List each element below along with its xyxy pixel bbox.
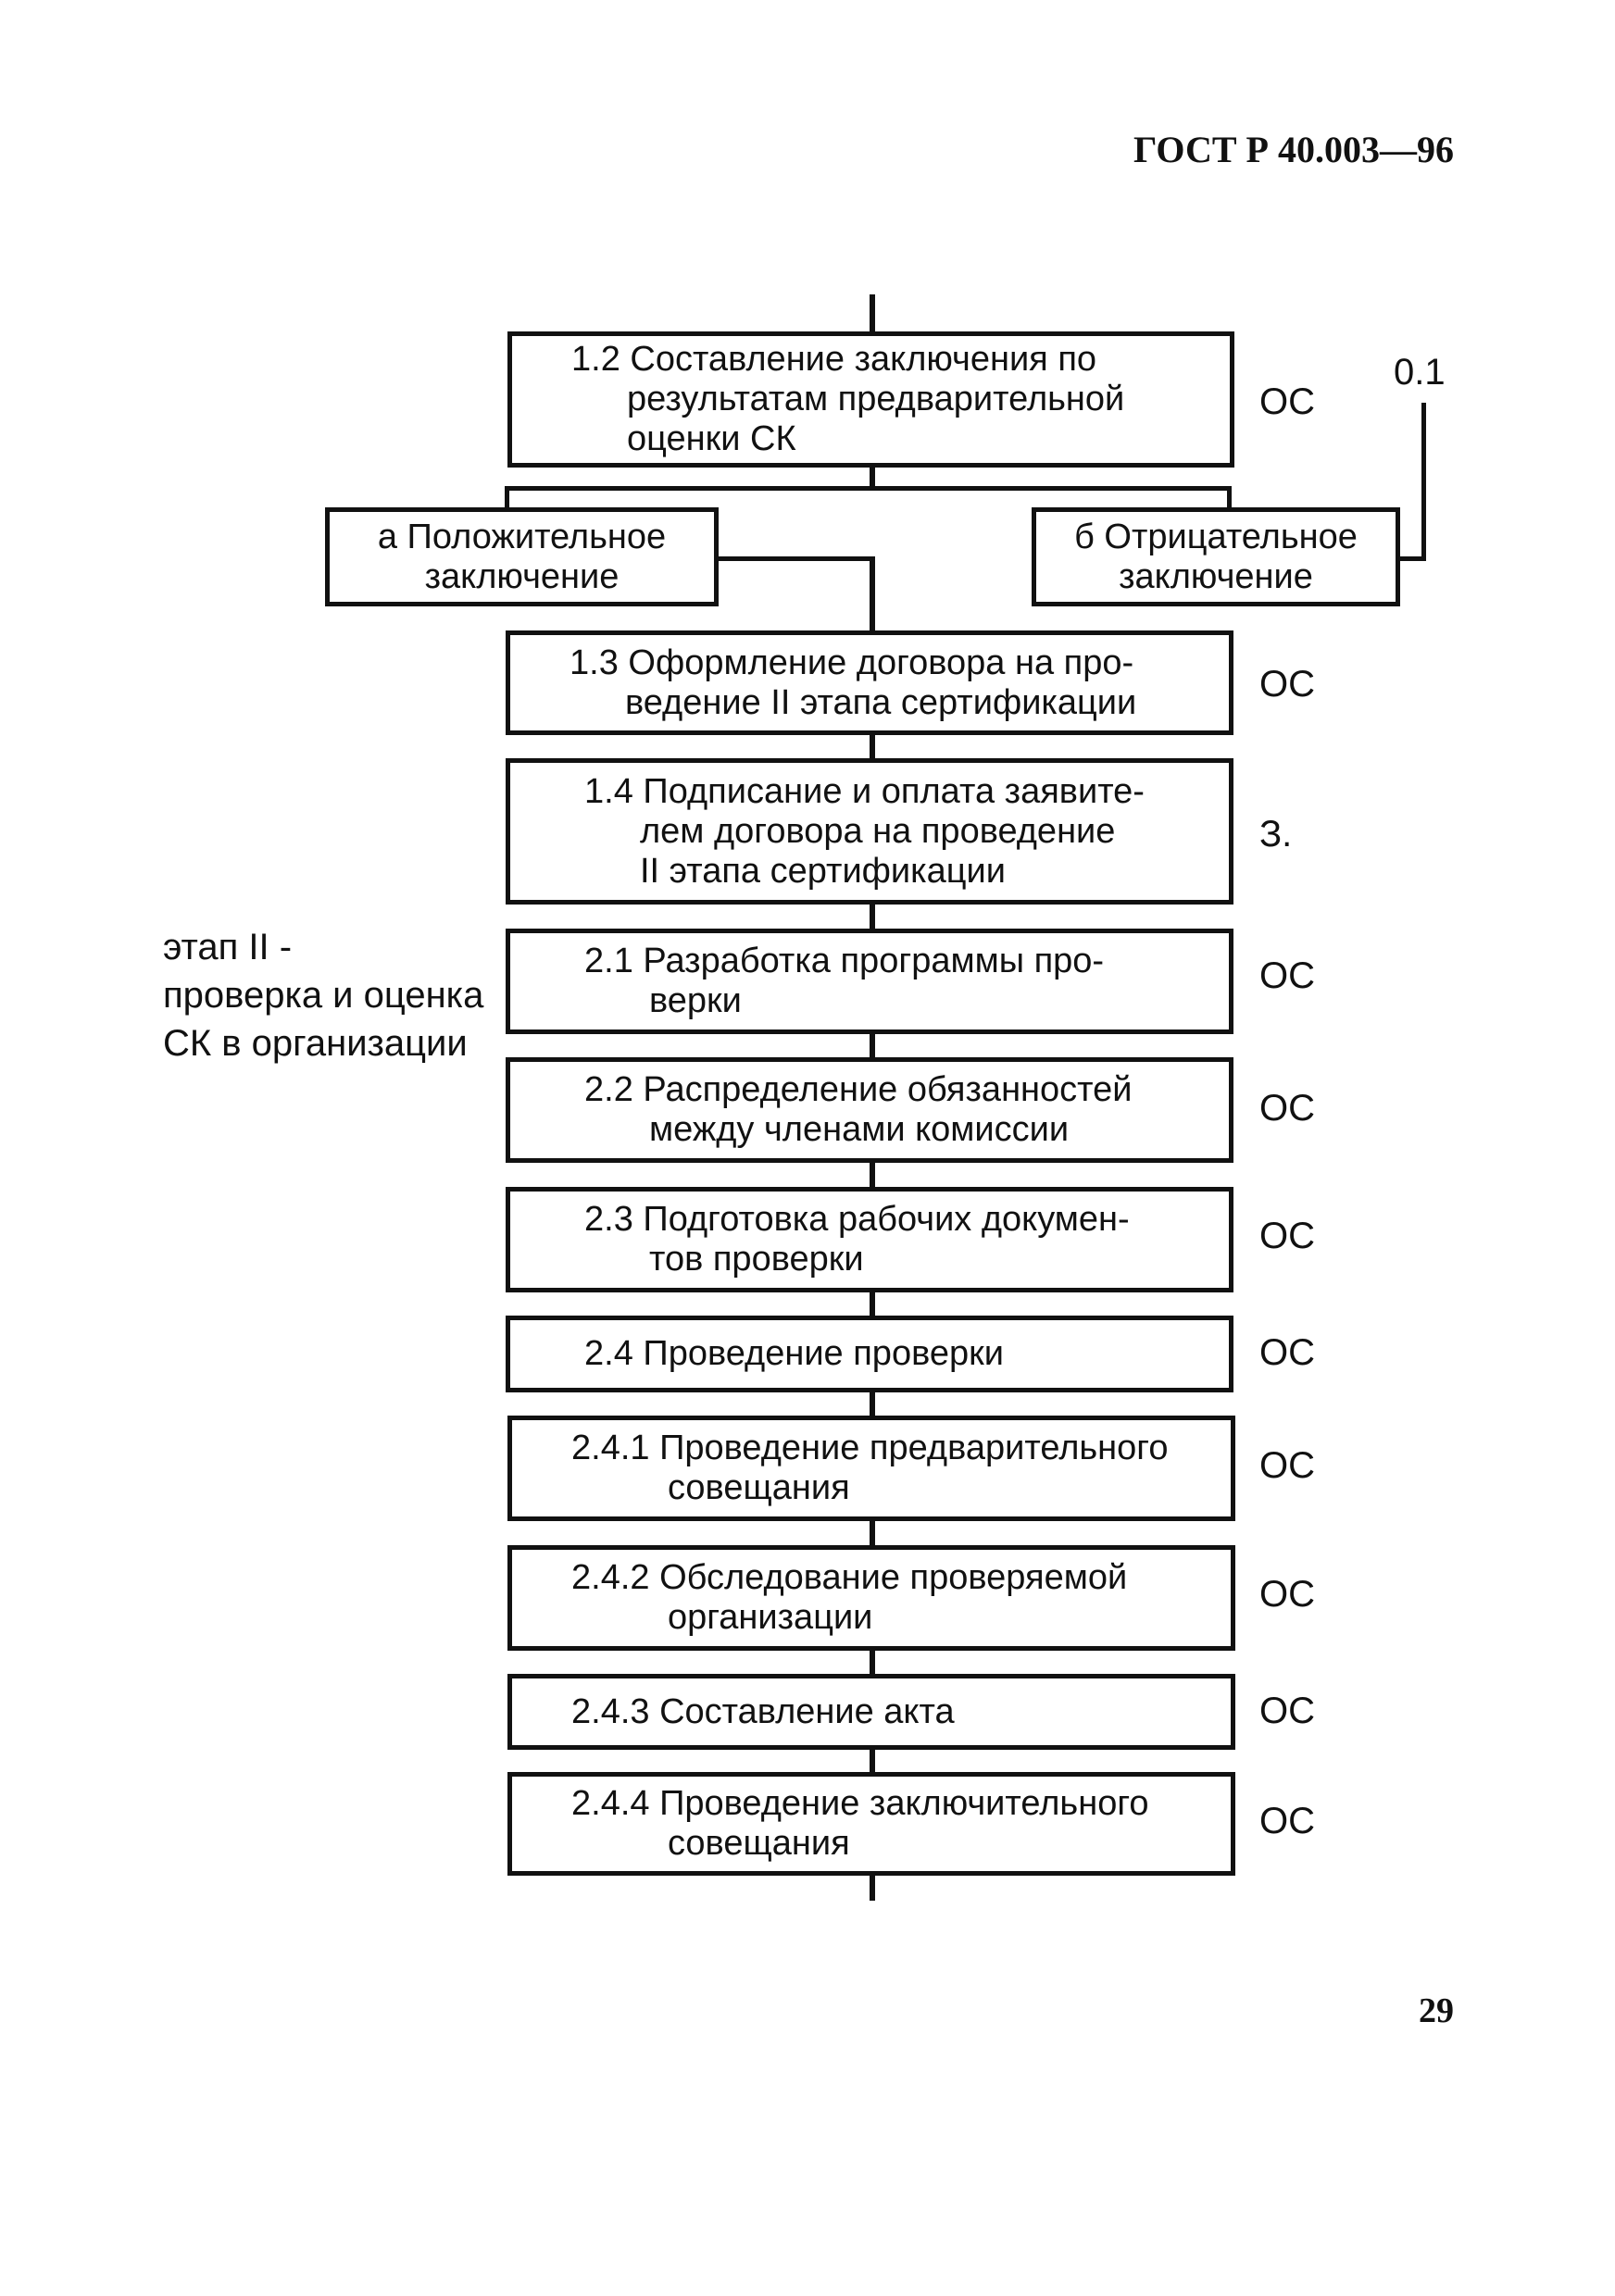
step-line: совещания (668, 1824, 850, 1863)
step-2-2-box: 2.2 Распределение обязанностей между чле… (506, 1057, 1233, 1163)
executor-label: З. (1259, 814, 1293, 855)
step-line: II этапа сертификации (640, 851, 1006, 891)
step-1-4-box: 1.4 Подписание и оплата заявите- лем дог… (506, 758, 1233, 905)
step-line: 2.4.2 Обследование проверяемой (571, 1558, 1128, 1597)
executor-label: ОС (1259, 1801, 1315, 1841)
connector-241-242 (870, 1519, 875, 1547)
step-2-4-2-box: 2.4.2 Обследование проверяемой организац… (507, 1545, 1235, 1651)
stage-label-line: проверка и оценка (163, 975, 484, 1016)
step-line: совещания (668, 1468, 850, 1507)
step-line: ведение II этапа сертификации (625, 682, 1137, 722)
step-2-1-box: 2.1 Разработка программы про- верки (506, 929, 1233, 1034)
step-2-4-box: 2.4 Проведение проверки (506, 1316, 1233, 1392)
step-line: верки (649, 981, 742, 1020)
executor-label: ОС (1259, 381, 1315, 422)
executor-label: ОС (1259, 1332, 1315, 1373)
stage-label: этап II - проверка и оценка СК в организ… (163, 923, 506, 1067)
step-1-2-box: 1.2 Составление заключения по результата… (507, 331, 1234, 468)
executor-label: ОС (1259, 1088, 1315, 1129)
step-line: 2.4 Проведение проверки (584, 1334, 1004, 1373)
negative-return-vertical (1421, 403, 1426, 561)
page-number: 29 (1419, 1991, 1454, 2030)
step-2-4-3-box: 2.4.3 Составление акта (507, 1674, 1235, 1750)
branch-line: а Положительное (377, 517, 667, 556)
connector-13-14 (870, 733, 875, 761)
step-line: 2.4.4 Проведение заключительного (571, 1784, 1149, 1823)
executor-label: ОС (1259, 1574, 1315, 1615)
connector-step12-fork (870, 466, 875, 488)
connector-bottom (870, 1873, 875, 1901)
step-line: 2.1 Разработка программы про- (584, 942, 1105, 980)
step-line: 1.2 Составление заключения по (571, 340, 1097, 379)
connector-top (870, 294, 875, 333)
step-line: между членами комиссии (649, 1110, 1070, 1149)
executor-label: ОС (1259, 1691, 1315, 1731)
step-2-3-box: 2.3 Подготовка рабочих докумен- тов пров… (506, 1187, 1233, 1292)
branch-line: заключение (424, 556, 620, 596)
step-line: оценки СК (627, 419, 796, 458)
executor-label: ОС (1259, 955, 1315, 996)
connector-22-23 (870, 1161, 875, 1189)
positive-branch-vertical (870, 556, 875, 633)
fork-left-drop (505, 486, 509, 509)
step-2-4-1-box: 2.4.1 Проведение предварительного совеща… (507, 1416, 1235, 1521)
step-line: результатам предварительной (627, 380, 1125, 418)
negative-return-horizontal (1398, 556, 1426, 561)
executor-label: ОС (1259, 1216, 1315, 1256)
side-note: 0.1 (1394, 352, 1446, 393)
step-line: 1.4 Подписание и оплата заявите- (584, 771, 1145, 811)
step-line: 2.3 Подготовка рабочих докумен- (584, 1200, 1130, 1239)
step-line: 2.4.3 Составление акта (571, 1691, 955, 1731)
executor-label: ОС (1259, 1445, 1315, 1486)
fork-right-drop (1227, 486, 1232, 509)
negative-conclusion-box: б Отрицательное заключение (1032, 507, 1400, 606)
connector-21-22 (870, 1032, 875, 1060)
step-line: организации (668, 1598, 873, 1637)
document-header: ГОСТ Р 40.003—96 (1133, 129, 1454, 170)
branch-line: б Отрицательное (1074, 517, 1358, 556)
connector-14-21 (870, 903, 875, 930)
step-1-3-box: 1.3 Оформление договора на про- ведение … (506, 630, 1233, 735)
step-line: 2.4.1 Проведение предварительного (571, 1429, 1169, 1467)
branch-line: заключение (1119, 556, 1313, 596)
connector-242-243 (870, 1649, 875, 1677)
stage-label-line: СК в организации (163, 1023, 468, 1064)
step-line: лем договора на проведение (640, 811, 1116, 851)
positive-conclusion-box: а Положительное заключение (325, 507, 719, 606)
step-2-4-4-box: 2.4.4 Проведение заключительного совещан… (507, 1772, 1235, 1876)
positive-branch-horizontal (716, 556, 875, 561)
step-line: тов проверки (649, 1240, 864, 1279)
step-line: 2.2 Распределение обязанностей (584, 1070, 1133, 1109)
step-line: 1.3 Оформление договора на про- (570, 643, 1134, 682)
fork-horizontal (505, 486, 1232, 491)
executor-label: ОС (1259, 664, 1315, 705)
connector-24-241 (870, 1391, 875, 1418)
connector-243-244 (870, 1748, 875, 1776)
stage-label-line: этап II - (163, 927, 293, 967)
connector-23-24 (870, 1291, 875, 1318)
